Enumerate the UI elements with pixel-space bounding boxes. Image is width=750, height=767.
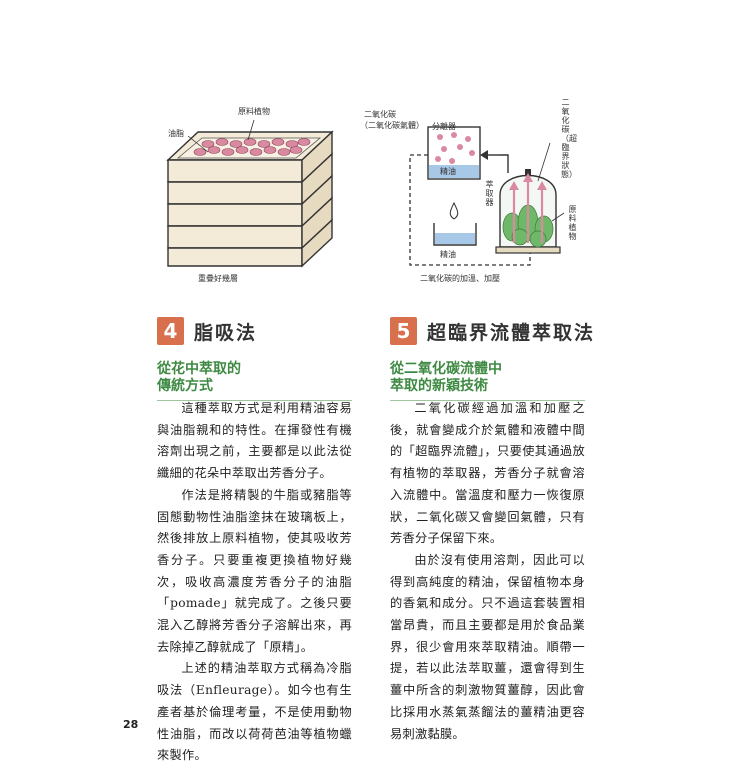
section5-subtitle: 從二氧化碳流體中 萃取的新穎技術 bbox=[390, 361, 585, 401]
section4-subtitle-line1: 從花中萃取的 bbox=[157, 361, 241, 377]
supercritical-extraction-illustration bbox=[409, 126, 565, 266]
section5-header: 5 超臨界流體萃取法 bbox=[390, 317, 595, 345]
section5-body: 二氧化碳經過加溫和加壓之後，就會變成介於氣體和液體中間的「超臨界流體」，只要使其… bbox=[390, 398, 585, 745]
co2-gas-label: （二氧化碳氣體） bbox=[360, 121, 424, 130]
co2-label: 二氧化碳 bbox=[364, 110, 396, 119]
section5-paragraph: 由於沒有使用溶劑，因此可以得到高純度的精油，保留植物本身的香氣和成分。只不過這套… bbox=[390, 552, 585, 741]
layers-label: 重疊好幾層 bbox=[198, 274, 238, 283]
raw-plant-label-left: 原料植物 bbox=[238, 107, 270, 116]
essential-oil-label-bottom: 精油 bbox=[440, 250, 456, 259]
section4-number-badge: 4 bbox=[157, 317, 184, 345]
section4-subtitle: 從花中萃取的 傳統方式 bbox=[157, 361, 352, 401]
section5-title: 超臨界流體萃取法 bbox=[427, 321, 596, 344]
section4-paragraph: 這種萃取方式是利用精油容易與油脂親和的特性。在揮發性有機溶劑出現之前，主要都是以… bbox=[157, 401, 352, 481]
section4-subtitle-line2: 傳統方式 bbox=[157, 378, 213, 394]
section5-subtitle-line2: 萃取的新穎技術 bbox=[390, 378, 488, 394]
section4-title: 脂吸法 bbox=[194, 321, 258, 344]
supercritical-label: 二氧化碳（超臨界狀態） bbox=[561, 98, 577, 179]
section4-paragraph: 上述的精油萃取方式稱為冷脂吸法（Enfleurage）。如今也有生產者基於倫理考… bbox=[157, 661, 352, 763]
section5-paragraph: 二氧化碳經過加溫和加壓之後，就會變成介於氣體和液體中間的「超臨界流體」，只要使其… bbox=[390, 401, 585, 546]
fat-label: 油脂 bbox=[168, 129, 184, 138]
raw-plant-label-right: 原料植物 bbox=[568, 205, 577, 241]
section4-paragraph: 作法是將精製的牛脂或豬脂等固態動物性油脂塗抹在玻璃板上，然後排放上原料植物，使其… bbox=[157, 487, 352, 654]
pressurize-label: 二氧化碳的加溫、加壓 bbox=[420, 274, 500, 283]
extractor-label: 萃取器 bbox=[485, 180, 494, 207]
section5-subtitle-line1: 從二氧化碳流體中 bbox=[390, 361, 502, 377]
section5-number-badge: 5 bbox=[390, 317, 417, 345]
section4-header: 4 脂吸法 bbox=[157, 317, 257, 345]
essential-oil-label-top: 精油 bbox=[440, 167, 456, 176]
enfleurage-frames-illustration bbox=[166, 119, 334, 268]
page-number: 28 bbox=[123, 718, 139, 731]
separator-label: 分離器 bbox=[432, 122, 456, 131]
section4-body: 這種萃取方式是利用精油容易與油脂親和的特性。在揮發性有機溶劑出現之前，主要都是以… bbox=[157, 398, 352, 767]
